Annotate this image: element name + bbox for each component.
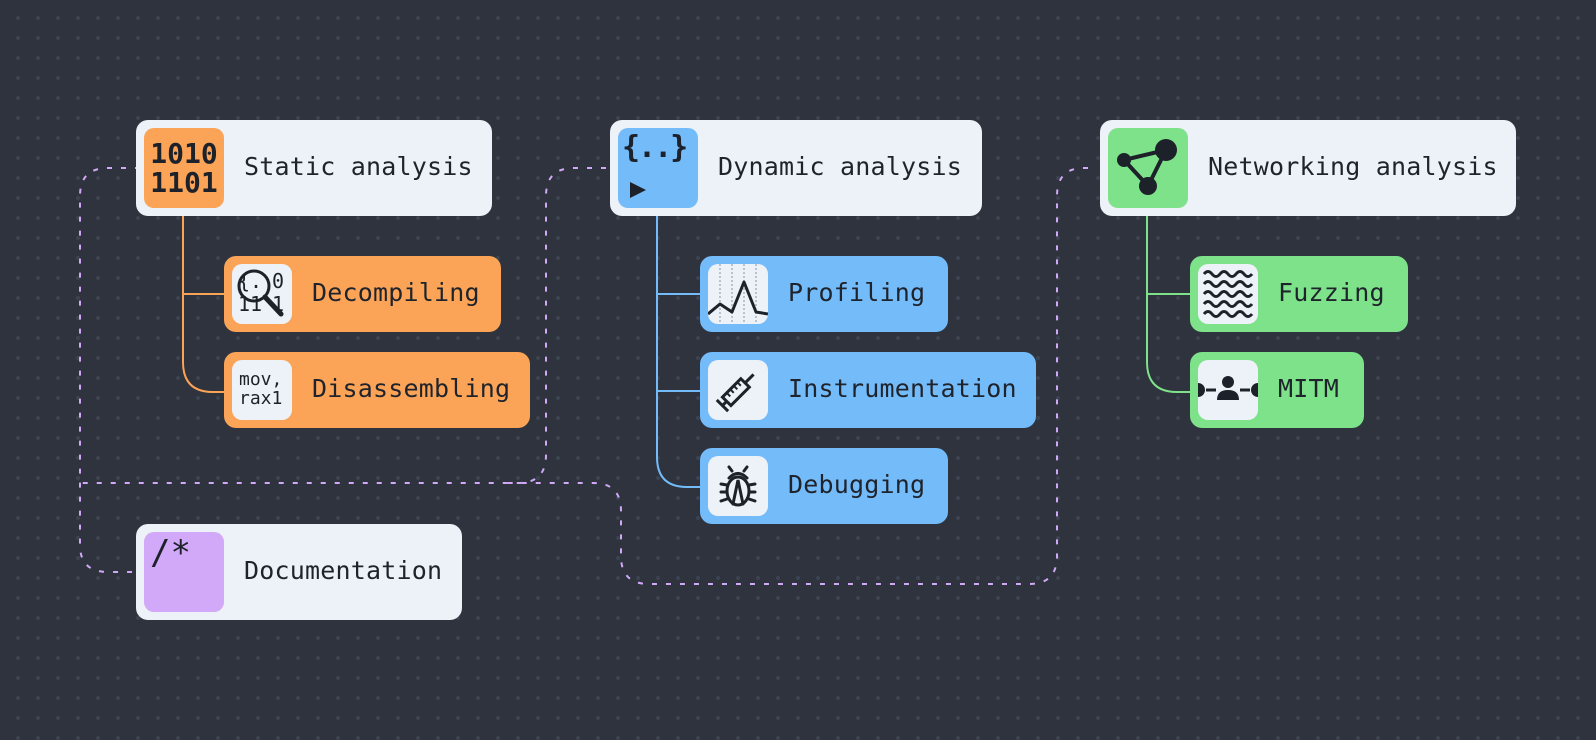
waves-icon: [1198, 264, 1258, 324]
bug-icon: [708, 456, 768, 516]
binary-icon: 1010 1101: [144, 128, 224, 208]
node-label: Fuzzing: [1278, 278, 1385, 307]
node-label: MITM: [1278, 374, 1340, 403]
comment-icon-text: /*: [150, 533, 191, 573]
braces-text: {..}: [622, 130, 688, 165]
group-title: Networking analysis: [1208, 152, 1498, 181]
node-debugging[interactable]: Debugging: [700, 448, 948, 524]
node-instrumentation[interactable]: Instrumentation: [700, 352, 1036, 428]
tree-link-networking: [1146, 212, 1190, 393]
network-graph-icon: [1108, 128, 1188, 208]
group-documentation[interactable]: /* Documentation: [136, 524, 462, 620]
comment-icon: /*: [144, 532, 224, 612]
node-label: Profiling: [788, 278, 926, 307]
chart-peak-icon: [708, 264, 768, 324]
assembly-icon: mov, rax1: [232, 360, 292, 420]
node-decompiling[interactable]: {. 0 11 1 Decompiling: [224, 256, 501, 332]
asm-icon-line-2: rax1: [239, 388, 283, 409]
node-label: Disassembling: [312, 374, 511, 403]
group-dynamic-analysis[interactable]: {..} Dynamic analysis: [610, 120, 982, 216]
magnifier-code-icon: {. 0 11 1: [232, 264, 292, 324]
code-run-icon: {..}: [618, 128, 698, 208]
tree-link-static: [182, 212, 226, 393]
node-label: Instrumentation: [788, 374, 1017, 403]
tree-link-dynamic: [656, 212, 700, 488]
syringe-icon: [708, 360, 768, 420]
asm-icon-line-1: mov,: [239, 369, 283, 391]
dashed-link-static-documentation: [79, 167, 140, 573]
node-mitm[interactable]: MITM: [1190, 352, 1364, 428]
node-disassembling[interactable]: mov, rax1 Disassembling: [224, 352, 530, 428]
group-title: Documentation: [244, 556, 443, 585]
binary-icon-line-2: 1101: [150, 166, 218, 199]
group-title: Static analysis: [244, 152, 473, 181]
node-profiling[interactable]: Profiling: [700, 256, 948, 332]
group-networking-analysis[interactable]: Networking analysis: [1100, 120, 1516, 216]
group-title: Dynamic analysis: [718, 152, 963, 181]
person-in-middle-icon: [1198, 360, 1258, 420]
binary-icon-line-1: 1010: [150, 136, 218, 170]
node-fuzzing[interactable]: Fuzzing: [1190, 256, 1408, 332]
play-icon: [630, 182, 646, 198]
node-label: Debugging: [788, 470, 926, 499]
decompile-icon-text-b: 0: [272, 269, 285, 293]
node-label: Decompiling: [312, 278, 480, 307]
group-static-analysis[interactable]: 1010 1101 Static analysis: [136, 120, 492, 216]
